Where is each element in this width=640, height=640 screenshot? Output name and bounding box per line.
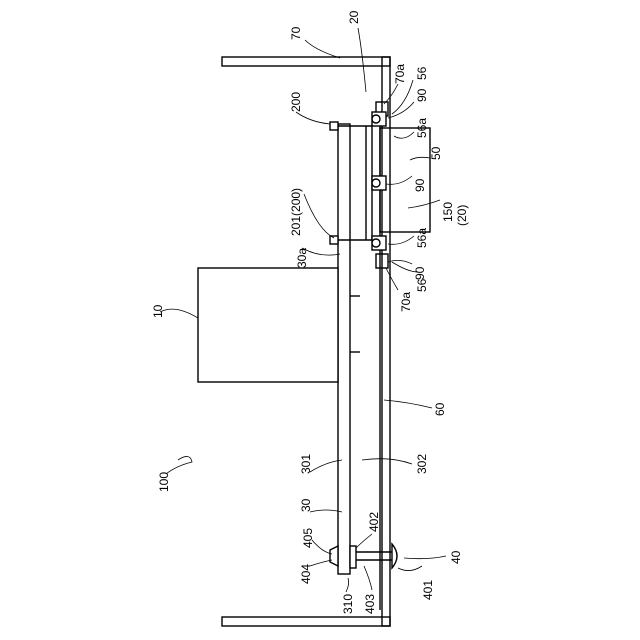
label-403: 403 [363,594,377,614]
label-56a-bottom: 56a [415,228,429,248]
label-401: 401 [421,580,435,600]
label-20-paren: (20) [455,205,469,226]
label-30: 30 [299,498,313,512]
label-150: 150 [441,202,455,222]
label-50: 50 [429,146,443,160]
label-70: 70 [289,26,303,40]
plate-30 [338,124,350,574]
plate-pins [350,296,360,352]
label-302: 302 [415,454,429,474]
label-56-top: 56 [415,66,429,80]
label-404: 404 [299,564,313,584]
label-405: 405 [301,528,315,548]
label-60: 60 [433,402,447,416]
label-100: 100 [157,472,171,492]
label-40: 40 [449,550,463,564]
label-200: 200 [289,92,303,112]
label-90-top: 90 [415,88,429,102]
label-56a-top: 56a [415,118,429,138]
label-30a: 30a [295,248,309,268]
label-402: 402 [367,512,381,532]
label-56-bottom: 56 [415,278,429,292]
component-10 [198,268,338,382]
label-90-mid: 90 [413,178,427,192]
label-20: 20 [347,10,361,24]
label-70a-top: 70a [393,64,407,84]
label-70a-bottom: 70a [399,292,413,312]
label-301: 301 [299,454,313,474]
label-10: 10 [151,304,165,318]
label-310: 310 [341,594,355,614]
label-90-bottom: 90 [413,266,427,280]
fastener-40 [330,544,397,568]
label-201: 201(200) [289,188,303,236]
